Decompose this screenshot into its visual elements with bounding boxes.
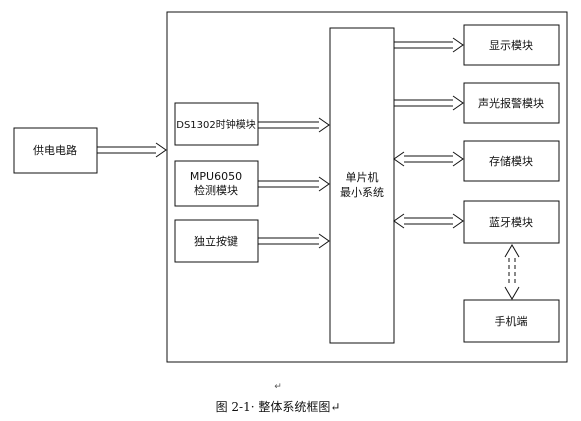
paragraph-mark: ↵ [274,382,282,392]
power-supply-box [13,127,98,174]
ds1302-clock-label: DS1302时钟模块 [176,118,256,131]
storage-box [463,140,560,182]
buttons-box [174,219,259,263]
mcu-label-line1: 单片机 [346,170,379,184]
wireless-link-arrow [508,258,516,286]
alarm-arrow [394,95,464,111]
display-label: 显示模块 [489,39,533,52]
power-supply-label: 供电电路 [33,143,77,157]
mpu6050-label-line1: MPU6050 [190,170,242,183]
bluetooth-label: 蓝牙模块 [489,216,533,229]
buttons-label: 独立按键 [194,234,238,248]
system-frame [166,11,568,363]
mpu6050-label-line2: 检测模块 [194,183,238,197]
display-arrow [394,37,464,53]
ds1302-arrow [258,117,330,133]
buttons-arrow [258,233,330,249]
wireless-link-arrowheads [504,244,520,300]
power-supply-arrow [97,142,167,158]
mpu6050-box [174,160,259,207]
figure-caption: 图 2-1· 整体系统框图↵ [216,399,341,414]
alarm-box [463,82,560,124]
ds1302-clock-box [174,102,259,146]
mpu6050-arrow [258,176,330,192]
bluetooth-arrow [393,213,464,229]
storage-arrow [393,151,464,167]
phone-box [463,299,560,343]
mcu-box [329,27,395,344]
storage-label: 存储模块 [489,154,533,168]
display-box [463,24,560,66]
alarm-label: 声光报警模块 [478,96,544,110]
phone-label: 手机端 [495,314,528,328]
bluetooth-box [463,200,560,244]
mcu-label-line2: 最小系统 [340,186,384,199]
